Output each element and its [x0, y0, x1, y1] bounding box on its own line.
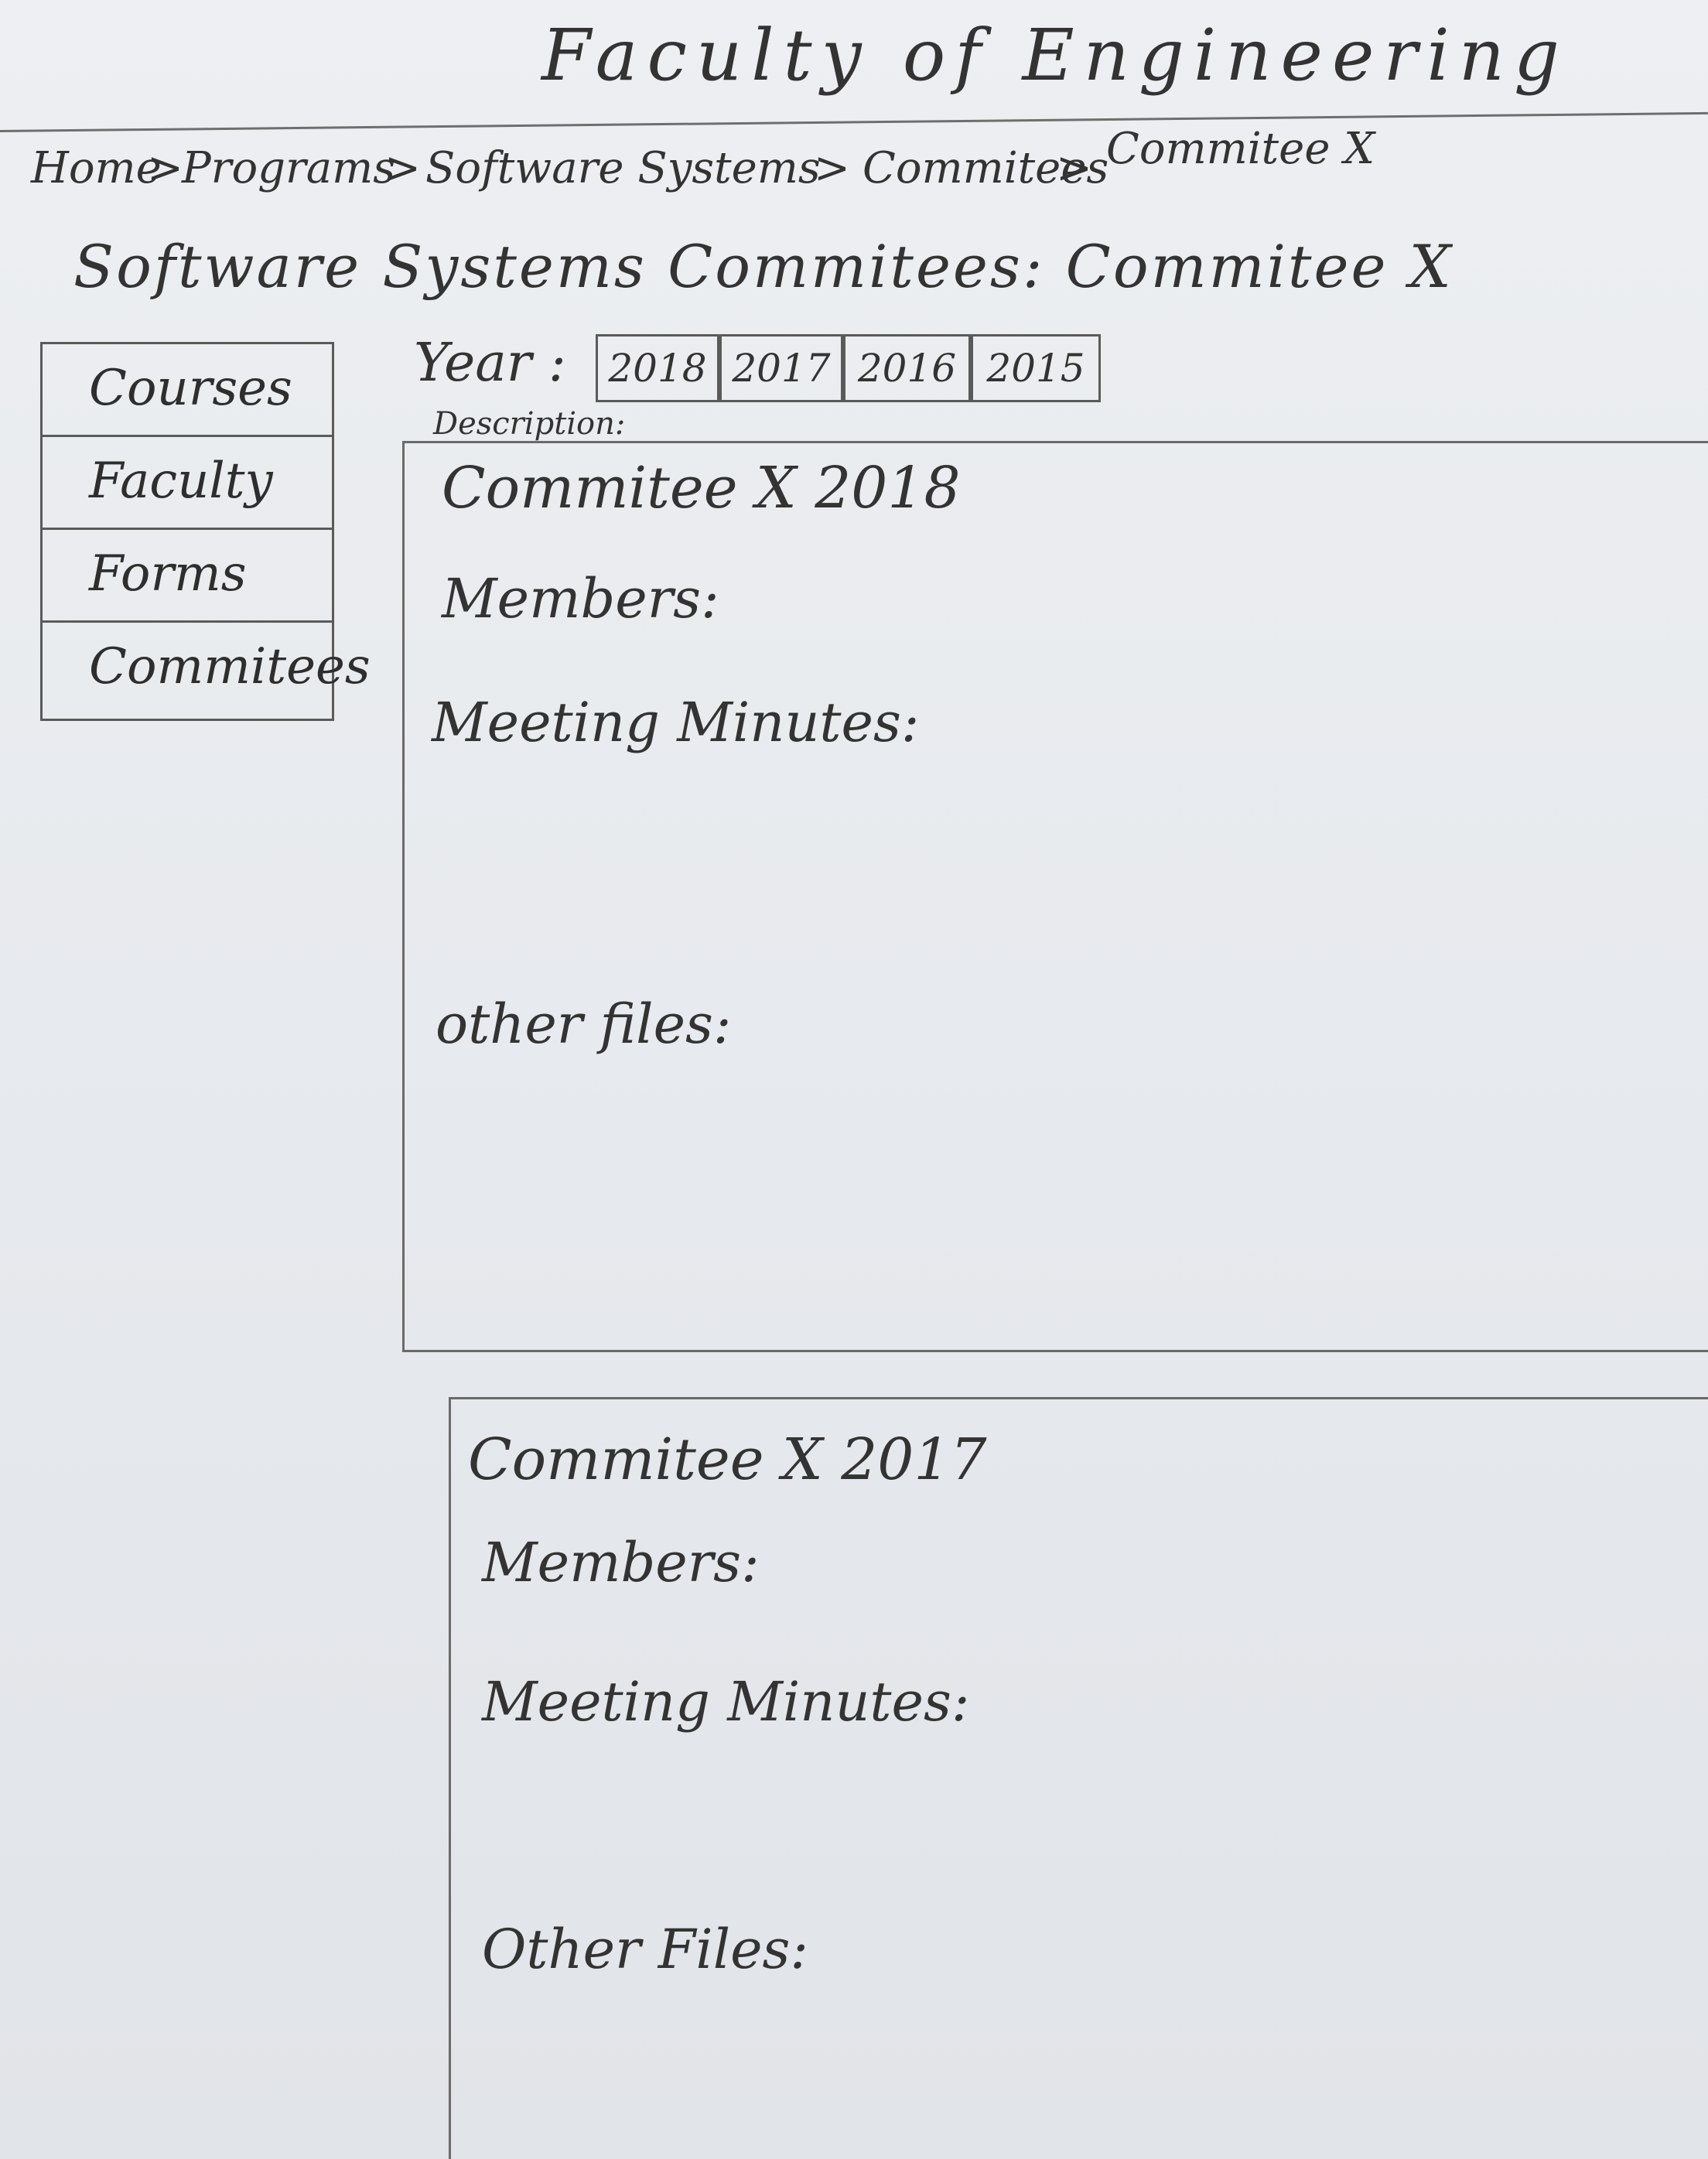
- sidebar-item-label: Forms: [89, 545, 247, 603]
- members-label: Members:: [482, 1531, 760, 1594]
- year-panel-2017: Commitee X 2017 Members: Meeting Minutes…: [449, 1397, 1708, 2159]
- year-tab-2015[interactable]: 2015: [971, 334, 1101, 402]
- description-label: Description:: [433, 406, 626, 442]
- breadcrumb-separator: >: [1056, 143, 1092, 193]
- breadcrumb-commitees[interactable]: Commitees: [863, 143, 1109, 193]
- other-files-label: other files:: [436, 992, 732, 1056]
- sidebar-item-faculty[interactable]: Faculty: [43, 437, 332, 530]
- year-label: Year :: [414, 333, 566, 394]
- sidebar-item-label: Courses: [89, 360, 292, 417]
- meeting-minutes-label: Meeting Minutes:: [482, 1670, 970, 1734]
- sidebar-item-forms[interactable]: Forms: [43, 530, 332, 623]
- breadcrumb-commitee-x[interactable]: Commitee X: [1106, 124, 1375, 174]
- other-files-label: Other Files:: [482, 1918, 809, 1981]
- site-title: Faculty of Engineering: [541, 14, 1569, 97]
- breadcrumb-home[interactable]: Home: [31, 143, 162, 193]
- year-tab-2016[interactable]: 2016: [843, 334, 971, 402]
- year-tab-2017[interactable]: 2017: [719, 334, 843, 402]
- breadcrumb-separator: >: [147, 143, 183, 193]
- panel-title: Commitee X 2018: [442, 455, 961, 521]
- panel-title: Commitee X 2017: [468, 1426, 987, 1493]
- sidebar-nav: Courses Faculty Forms Commitees: [40, 342, 371, 721]
- sidebar-item-label: Faculty: [89, 453, 273, 510]
- sidebar-item-label: Commitees: [89, 638, 371, 695]
- breadcrumb-separator: >: [384, 143, 421, 193]
- breadcrumb-software-systems[interactable]: Software Systems: [425, 143, 821, 193]
- year-panel-2018: Commitee X 2018 Members: Meeting Minutes…: [402, 441, 1708, 1352]
- breadcrumb-separator: >: [814, 143, 850, 193]
- page-title: Software Systems Commitees: Commitee X: [73, 232, 1454, 301]
- year-tab-2018[interactable]: 2018: [596, 334, 719, 402]
- members-label: Members:: [442, 567, 719, 630]
- meeting-minutes-label: Meeting Minutes:: [432, 691, 920, 754]
- sidebar-item-commitees[interactable]: Commitees: [43, 623, 371, 716]
- header-divider: [0, 111, 1708, 132]
- sidebar-item-courses[interactable]: Courses: [43, 344, 332, 437]
- breadcrumb-programs[interactable]: Programs: [182, 143, 396, 193]
